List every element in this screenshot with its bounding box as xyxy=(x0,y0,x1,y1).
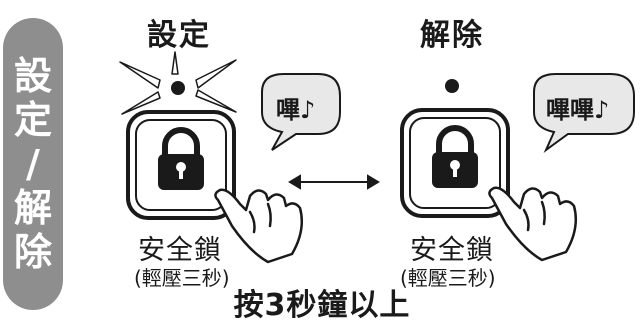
button-hint: (輕壓三秒) xyxy=(134,266,230,290)
button-label: 安全鎖 xyxy=(410,235,494,266)
footer-instruction: 按3秒鐘以上 xyxy=(233,288,411,323)
music-note-icon: ♪ xyxy=(300,96,316,124)
side-label-char: 除 xyxy=(13,230,52,274)
button-label: 安全鎖 xyxy=(138,235,222,266)
side-label-char: 解 xyxy=(13,186,52,230)
sound-text: 嗶嗶 xyxy=(546,96,594,124)
panel-heading-release: 解除 xyxy=(420,18,484,53)
flash-icon xyxy=(119,51,237,115)
side-label-char: 定 xyxy=(13,98,52,142)
hand-press-icon xyxy=(214,188,303,264)
hand-press-icon xyxy=(488,186,577,262)
side-tab: 設 定 / 解 除 xyxy=(3,18,63,310)
lock-icon xyxy=(158,127,204,190)
lock-icon xyxy=(432,125,478,188)
side-label-char: / xyxy=(26,142,40,186)
sound-text: 嗶 xyxy=(276,96,300,124)
music-note-icon: ♪ xyxy=(594,96,610,124)
speech-bubble xyxy=(533,73,635,154)
indicator-dot-icon xyxy=(445,79,459,93)
panel-heading-set: 設定 xyxy=(147,18,211,53)
sound-label: 嗶♪ xyxy=(276,90,315,125)
button-hint: (輕壓三秒) xyxy=(400,266,496,290)
sound-label: 嗶嗶♪ xyxy=(546,90,609,125)
indicator-dot-icon xyxy=(171,81,185,95)
double-arrow-icon xyxy=(288,174,380,190)
side-label-char: 設 xyxy=(13,54,52,98)
speech-bubble xyxy=(261,73,341,151)
